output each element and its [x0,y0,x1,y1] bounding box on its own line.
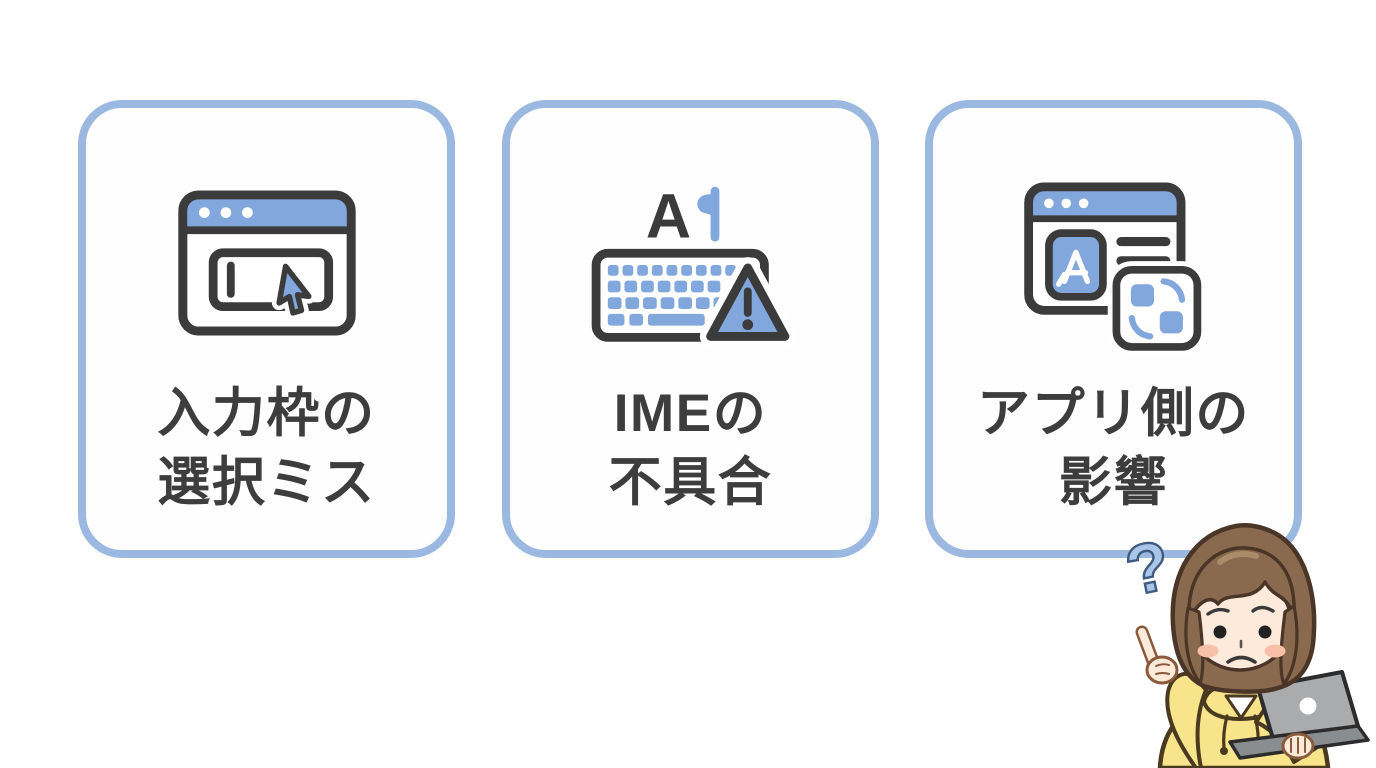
pointing-hand-icon [1135,625,1179,685]
app-switch-sync-icon [1107,260,1206,354]
card-3-label-line1: アプリ側の [977,384,1250,443]
confused-woman-illustration: ? [1108,520,1376,768]
app-store-icon [1044,228,1107,301]
mouse-cursor-icon [271,258,316,320]
laptop-logo [1299,697,1317,715]
shirt-neckline [1224,694,1258,720]
card-2-icon-area: A [587,166,795,362]
browser-input-cursor-icon [177,190,356,335]
text-line-bar [1115,236,1170,246]
ime-letter: A [645,181,690,251]
right-eyebrow [1251,605,1275,613]
card-3-label-line2: 影響 [1058,452,1169,512]
left-eyebrow [1206,607,1230,616]
left-cheek [1197,644,1219,658]
card-input-field-selection-miss: 入力枠の 選択ミス [78,100,455,558]
card-2-label-line1: IMEの [613,384,768,443]
hair-side-lock [1279,604,1299,686]
question-mark: ? [1119,525,1177,610]
card-3-label: アプリ側の 影響 [977,380,1250,518]
right-eye [1258,625,1272,639]
window-dot [198,206,210,218]
card-ime-malfunction: A IMEの 不具合 [502,100,879,558]
window-dot [1060,197,1071,208]
hair-highlight [1217,551,1259,565]
woman-facial-features [1197,605,1286,664]
app-window-sync-icon [1023,182,1206,354]
ime-caret-icon [696,186,719,242]
card-1-label-line1: 入力枠の [157,384,376,443]
window-dot [1043,197,1054,208]
left-eye [1213,625,1227,639]
card-app-side-influence: アプリ側の 影響 [925,100,1302,558]
left-sleeve [1165,672,1208,768]
woman-bangs [1187,546,1296,622]
laptop-icon [1228,670,1370,760]
app-window-titlebar [1028,186,1181,219]
window-dot [1078,197,1088,208]
keyboard-warning-icon: A [591,181,795,347]
card-1-icon-area [174,166,360,362]
window-dot [241,206,253,218]
window-dot [220,206,231,218]
card-1-label-line2: 選択ミス [157,452,376,512]
hair-side-lock [1184,606,1205,685]
frown-mouth [1226,655,1257,664]
spacebar-key [647,313,705,326]
right-hand [1281,732,1315,760]
card-3-icon-area [1020,166,1208,362]
warning-triangle-icon [699,256,795,347]
card-1-label: 入力枠の 選択ミス [157,380,375,518]
card-2-label: IMEの 不具合 [609,380,773,518]
right-cheek [1264,644,1286,658]
card-2-label-line2: 不具合 [608,452,773,512]
browser-titlebar [182,194,351,230]
